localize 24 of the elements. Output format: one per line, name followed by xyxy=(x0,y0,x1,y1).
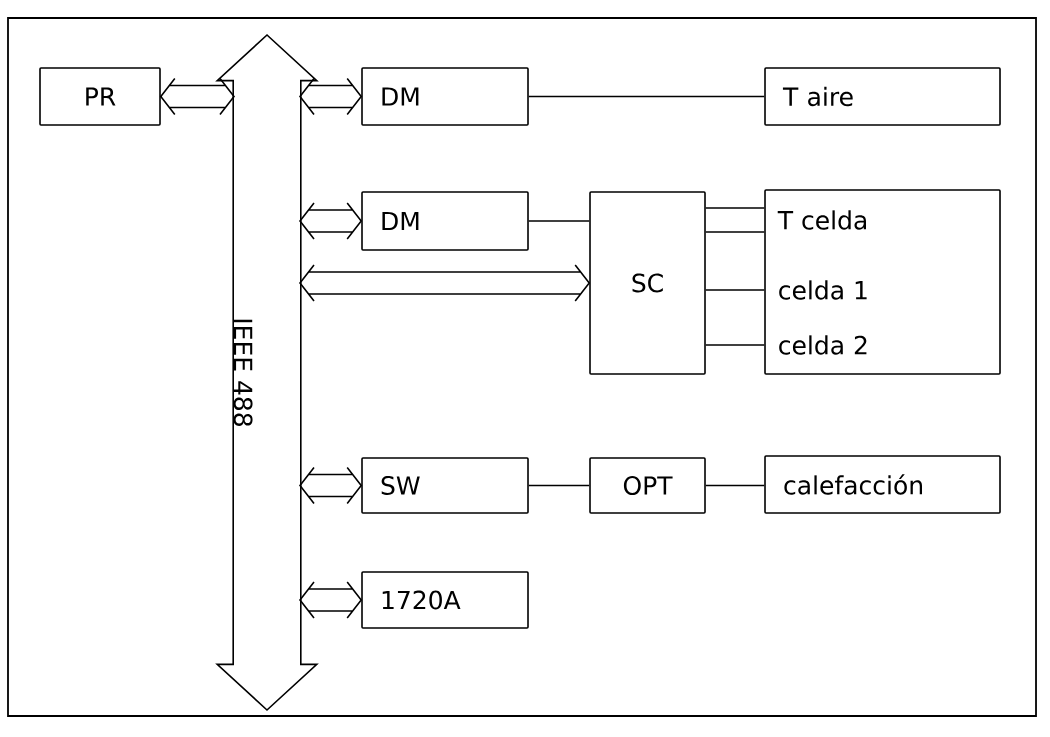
block-box: DM xyxy=(361,67,529,126)
bus-connector xyxy=(299,466,363,505)
block-box: OPT xyxy=(589,457,706,514)
block-box: PR xyxy=(39,67,161,126)
block-box: SW xyxy=(361,457,529,514)
sensor-box: T celda celda 1 celda 2 xyxy=(764,189,1001,375)
block-box: calefacción xyxy=(764,455,1001,514)
bus-connector xyxy=(159,77,235,116)
connector-line xyxy=(705,207,765,209)
connector-line xyxy=(528,220,590,222)
connector-line xyxy=(528,95,765,98)
connector-line xyxy=(705,344,765,346)
bus-connector xyxy=(299,202,363,240)
bus-connector xyxy=(299,581,363,619)
bus-connector xyxy=(299,77,363,116)
block-box: SC xyxy=(589,191,706,375)
block-box: DM xyxy=(361,191,529,251)
connector-line xyxy=(705,289,765,291)
connector-line xyxy=(705,484,765,487)
connector-line xyxy=(528,484,590,487)
block-box: 1720A xyxy=(361,571,529,629)
bus-connector xyxy=(299,264,591,302)
block-box: T aire xyxy=(764,67,1001,126)
connector-line xyxy=(705,231,765,233)
